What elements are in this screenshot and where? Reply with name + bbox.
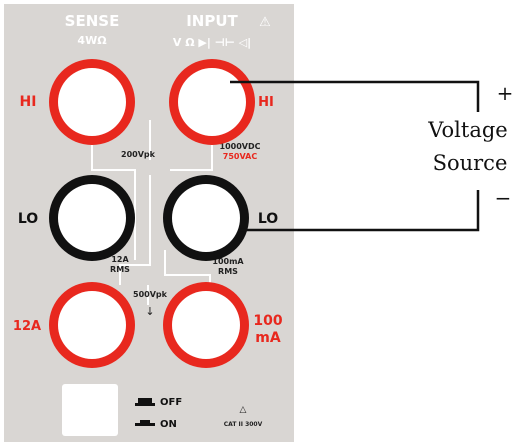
label-100ma-value: 100 xyxy=(253,313,282,329)
rating-sense: 200Vpk xyxy=(121,150,156,159)
rating-100ma: 100mA xyxy=(212,257,244,266)
switch-off-label: OFF xyxy=(160,397,182,408)
panel-wiring xyxy=(91,120,213,305)
rating-input-dc: 1000VDC xyxy=(220,142,261,151)
terminal-100ma[interactable] xyxy=(163,282,249,368)
label-lo-left: LO xyxy=(18,211,38,227)
rating-100ma-rms: RMS xyxy=(218,267,238,276)
source-plus-sign: + xyxy=(497,81,514,105)
terminal-sense-lo[interactable] xyxy=(49,175,135,261)
terminal-input-hi[interactable] xyxy=(169,59,255,145)
switch-on-label: ON xyxy=(160,419,177,430)
warning-icon: ⚠ xyxy=(259,15,271,30)
rating-common: 500Vpk xyxy=(133,290,168,299)
front-rear-switch[interactable] xyxy=(62,384,118,436)
label-lo-right: LO xyxy=(258,211,278,227)
fuse-warning-icon: △ xyxy=(240,405,247,415)
label-12a: 12A xyxy=(13,319,41,334)
terminal-sense-hi[interactable] xyxy=(49,59,135,145)
source-label-voltage: Voltage xyxy=(427,118,507,142)
label-100ma-unit: mA xyxy=(255,330,281,346)
sense-subtitle: 4WΩ xyxy=(77,34,107,47)
terminal-input-lo[interactable] xyxy=(163,175,249,261)
terminal-12a[interactable] xyxy=(49,282,135,368)
fuse-label: CAT II 300V xyxy=(224,421,263,428)
rating-12a: 12A xyxy=(111,255,129,264)
source-label-source: Source xyxy=(433,151,508,175)
label-hi-left: HI xyxy=(20,94,37,110)
rating-input-ac: 750VAC xyxy=(223,152,258,161)
rating-12a-rms: RMS xyxy=(110,265,130,274)
label-hi-right: HI xyxy=(258,95,274,110)
source-minus-sign: − xyxy=(495,186,512,210)
sense-title: SENSE xyxy=(65,12,120,30)
input-subtitle: V Ω ▶| ⊣⊢ ◁| xyxy=(173,36,251,49)
fuse-arrow-icon: ↓ xyxy=(145,305,154,318)
source-wiring xyxy=(230,80,480,232)
switch-on-icon xyxy=(135,420,155,426)
input-title: INPUT xyxy=(186,12,238,30)
switch-off-icon xyxy=(135,398,155,406)
